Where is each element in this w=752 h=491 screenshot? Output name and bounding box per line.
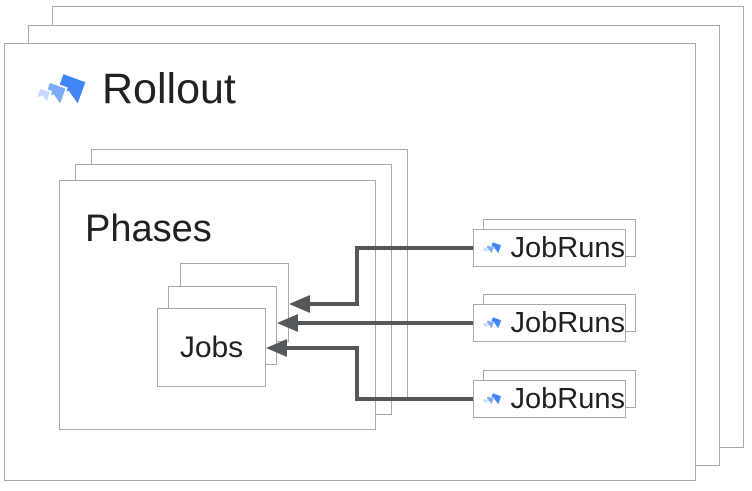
jobrun-card-2: JobRuns bbox=[473, 304, 626, 342]
rollout-header: Rollout bbox=[35, 68, 236, 111]
cloud-deploy-icon bbox=[35, 71, 88, 108]
cloud-deploy-icon bbox=[482, 316, 502, 330]
cloud-deploy-icon bbox=[482, 241, 502, 255]
jobrun-label: JobRuns bbox=[510, 382, 625, 415]
jobrun-card-3: JobRuns bbox=[473, 380, 626, 418]
jobs-label: Jobs bbox=[179, 330, 244, 364]
jobrun-label: JobRuns bbox=[510, 231, 625, 264]
phases-title: Phases bbox=[85, 208, 212, 250]
rollout-title: Rollout bbox=[102, 65, 236, 113]
jobs-card-front: Jobs bbox=[157, 308, 266, 387]
jobrun-card-1: JobRuns bbox=[473, 229, 626, 267]
jobrun-label: JobRuns bbox=[510, 306, 625, 339]
cloud-deploy-icon bbox=[482, 392, 502, 406]
